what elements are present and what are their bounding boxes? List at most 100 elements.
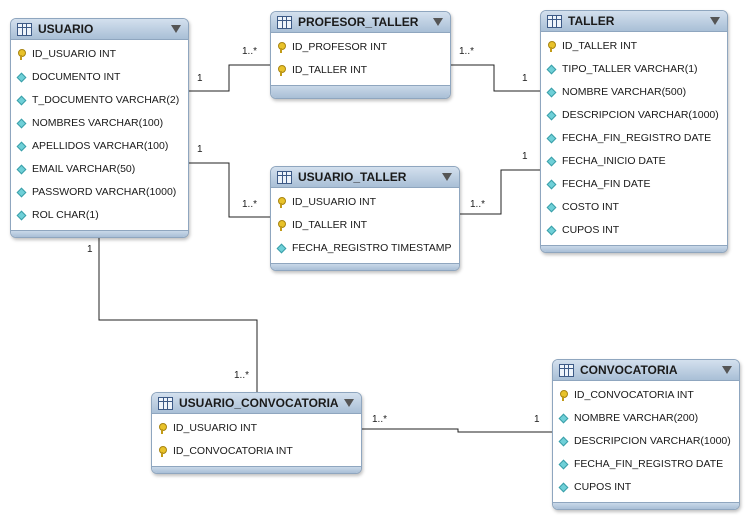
column-row[interactable]: ID_USUARIO INT (271, 190, 459, 213)
table-header[interactable]: TALLER (541, 11, 727, 32)
card-convocatoria-usuario-convocatoria-many: 1..* (372, 414, 388, 425)
column-label: CUPOS INT (562, 223, 620, 236)
column-diamond-icon (16, 118, 26, 128)
column-diamond-icon (16, 210, 26, 220)
column-label: PASSWORD VARCHAR(1000) (32, 185, 177, 198)
column-diamond-icon (558, 482, 568, 492)
column-diamond-icon (546, 64, 556, 74)
column-row[interactable]: FECHA_FIN_REGISTRO DATE (553, 452, 739, 475)
column-row[interactable]: TIPO_TALLER VARCHAR(1) (541, 57, 727, 80)
column-row[interactable]: FECHA_REGISTRO TIMESTAMP (271, 236, 459, 259)
collapse-arrow-icon[interactable] (442, 173, 452, 181)
column-row[interactable]: ID_CONVOCATORIA INT (553, 383, 739, 406)
column-row[interactable]: ID_CONVOCATORIA INT (152, 439, 361, 462)
column-label: NOMBRE VARCHAR(200) (574, 411, 699, 424)
column-row[interactable]: ID_TALLER INT (541, 34, 727, 57)
table-profesor-taller[interactable]: PROFESOR_TALLER ID_PROFESOR INT ID_TALLE… (270, 11, 451, 99)
column-diamond-icon (558, 436, 568, 446)
table-header[interactable]: USUARIO (11, 19, 188, 40)
column-diamond-icon (16, 141, 26, 151)
collapse-arrow-icon[interactable] (171, 25, 181, 33)
table-header[interactable]: USUARIO_TALLER (271, 167, 459, 188)
column-row[interactable]: COSTO INT (541, 195, 727, 218)
column-label: ID_CONVOCATORIA INT (574, 388, 694, 401)
column-label: NOMBRE VARCHAR(500) (562, 85, 687, 98)
column-row[interactable]: CUPOS INT (553, 475, 739, 498)
card-taller-usuario-taller-many: 1..* (470, 199, 486, 210)
primary-key-icon (157, 445, 167, 457)
column-diamond-icon (546, 225, 556, 235)
column-row[interactable]: NOMBRE VARCHAR(200) (553, 406, 739, 429)
column-row[interactable]: DOCUMENTO INT (11, 65, 188, 88)
column-label: FECHA_FIN_REGISTRO DATE (574, 457, 724, 470)
column-row[interactable]: FECHA_FIN_REGISTRO DATE (541, 126, 727, 149)
table-name: TALLER (568, 14, 615, 28)
card-taller-profesor-taller-1: 1 (522, 73, 528, 84)
table-usuario-taller[interactable]: USUARIO_TALLER ID_USUARIO INT ID_TALLER … (270, 166, 460, 271)
column-row[interactable]: NOMBRE VARCHAR(500) (541, 80, 727, 103)
column-row[interactable]: DESCRIPCION VARCHAR(1000) (541, 103, 727, 126)
column-row[interactable]: CUPOS INT (541, 218, 727, 241)
column-label: TIPO_TALLER VARCHAR(1) (562, 62, 698, 75)
card-taller-profesor-taller-many: 1..* (459, 46, 475, 57)
column-label: ID_USUARIO INT (32, 47, 117, 60)
column-diamond-icon (546, 156, 556, 166)
card-convocatoria-usuario-convocatoria-1: 1 (534, 414, 540, 425)
card-usuario-profesor-taller-1: 1 (197, 73, 203, 84)
table-footer (152, 466, 361, 473)
column-diamond-icon (546, 110, 556, 120)
primary-key-icon (546, 40, 556, 52)
table-footer (271, 85, 450, 98)
column-row[interactable]: ID_USUARIO INT (11, 42, 188, 65)
collapse-arrow-icon[interactable] (710, 17, 720, 25)
collapse-arrow-icon[interactable] (722, 366, 732, 374)
table-footer (11, 230, 188, 237)
column-row[interactable]: ID_USUARIO INT (152, 416, 361, 439)
column-diamond-icon (16, 187, 26, 197)
column-row[interactable]: APELLIDOS VARCHAR(100) (11, 134, 188, 157)
column-row[interactable]: ID_PROFESOR INT (271, 35, 450, 58)
collapse-arrow-icon[interactable] (433, 18, 443, 26)
table-footer (271, 263, 459, 270)
table-header[interactable]: USUARIO_CONVOCATORIA (152, 393, 361, 414)
table-usuario-convocatoria[interactable]: USUARIO_CONVOCATORIA ID_USUARIO INT ID_C… (151, 392, 362, 474)
card-usuario-usuario-taller-many: 1..* (242, 199, 258, 210)
column-label: DESCRIPCION VARCHAR(1000) (574, 434, 731, 447)
card-usuario-usuario-convocatoria-1: 1 (87, 244, 93, 255)
column-row[interactable]: PASSWORD VARCHAR(1000) (11, 180, 188, 203)
table-footer (541, 245, 727, 252)
column-diamond-icon (546, 87, 556, 97)
column-label: ID_USUARIO INT (173, 421, 258, 434)
table-header[interactable]: CONVOCATORIA (553, 360, 739, 381)
table-usuario[interactable]: USUARIO ID_USUARIO INT DOCUMENTO INT T_D… (10, 18, 189, 238)
column-diamond-icon (546, 179, 556, 189)
column-row[interactable]: DESCRIPCION VARCHAR(1000) (553, 429, 739, 452)
line-usuario-usuario-convocatoria (98, 233, 258, 395)
table-icon (17, 22, 32, 36)
collapse-arrow-icon[interactable] (344, 399, 354, 407)
column-row[interactable]: EMAIL VARCHAR(50) (11, 157, 188, 180)
column-diamond-icon (16, 72, 26, 82)
column-label: FECHA_FIN_REGISTRO DATE (562, 131, 712, 144)
column-label: ID_USUARIO INT (292, 195, 377, 208)
column-row[interactable]: FECHA_FIN DATE (541, 172, 727, 195)
column-diamond-icon (558, 459, 568, 469)
table-taller[interactable]: TALLER ID_TALLER INT TIPO_TALLER VARCHAR… (540, 10, 728, 253)
column-diamond-icon (16, 164, 26, 174)
column-diamond-icon (546, 202, 556, 212)
column-row[interactable]: FECHA_INICIO DATE (541, 149, 727, 172)
column-row[interactable]: T_DOCUMENTO VARCHAR(2) (11, 88, 188, 111)
column-label: DOCUMENTO INT (32, 70, 121, 83)
column-row[interactable]: ID_TALLER INT (271, 58, 450, 81)
table-header[interactable]: PROFESOR_TALLER (271, 12, 450, 33)
table-icon (559, 363, 574, 377)
column-row[interactable]: NOMBRES VARCHAR(100) (11, 111, 188, 134)
column-label: ID_CONVOCATORIA INT (173, 444, 293, 457)
primary-key-icon (157, 422, 167, 434)
line-usuario-profesor-taller (188, 64, 271, 92)
primary-key-icon (558, 389, 568, 401)
column-row[interactable]: ID_TALLER INT (271, 213, 459, 236)
table-convocatoria[interactable]: CONVOCATORIA ID_CONVOCATORIA INT NOMBRE … (552, 359, 740, 510)
column-row[interactable]: ROL CHAR(1) (11, 203, 188, 226)
